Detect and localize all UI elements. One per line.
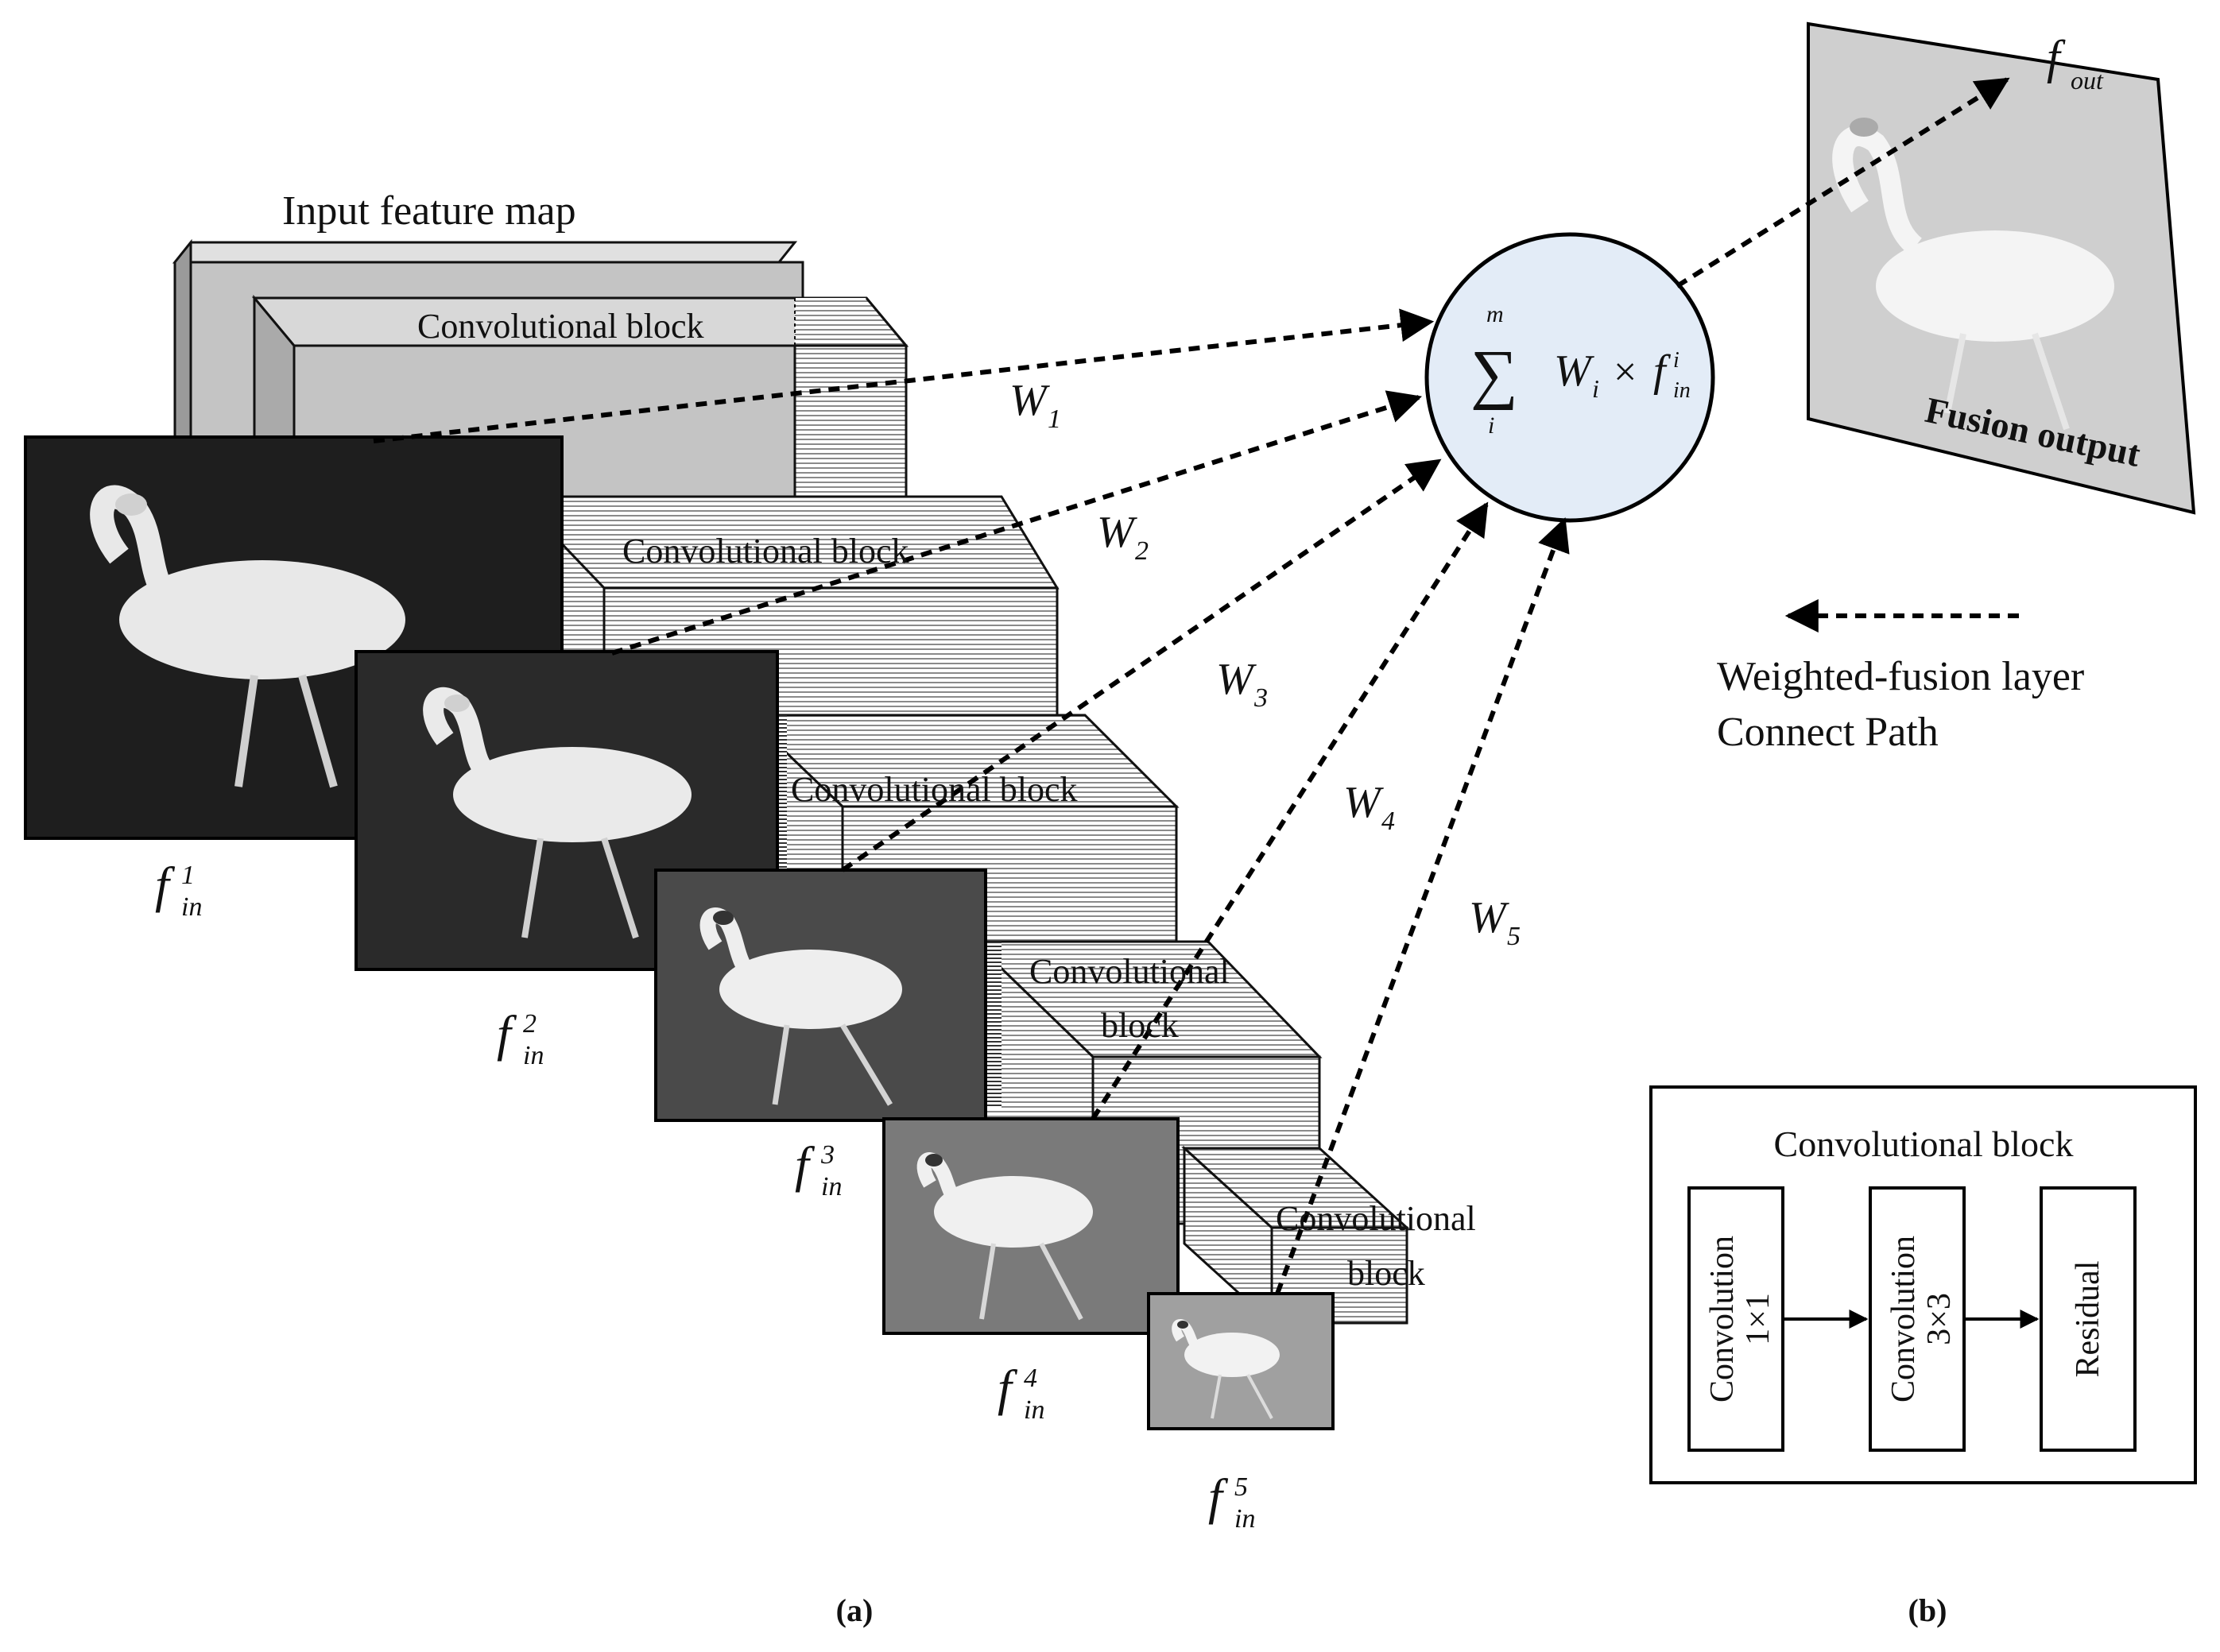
svg-text:f: f [998, 1360, 1018, 1416]
svg-text:5: 5 [1507, 922, 1521, 951]
bird-silhouette-2 [423, 687, 692, 939]
svg-text:f: f [155, 857, 176, 913]
input-feature-map-label: Input feature map [282, 188, 576, 234]
step-2-line2: 3×3 [1921, 1293, 1958, 1345]
svg-text:in: in [1234, 1504, 1255, 1534]
svg-text:1: 1 [181, 861, 195, 890]
weight-label-3: W 3 [1216, 655, 1268, 713]
svg-text:f: f [795, 1136, 816, 1193]
feature-image-1 [24, 435, 564, 840]
legend-line-1: Weighted-fusion layer [1717, 654, 2084, 699]
weight-label-5: W 5 [1469, 893, 1521, 951]
panel-label-a: (a) [836, 1592, 874, 1628]
svg-text:m: m [1486, 301, 1504, 327]
svg-text:5: 5 [1234, 1472, 1248, 1502]
conv-block-5 [1181, 1145, 1410, 1326]
svg-text:f: f [497, 1005, 517, 1062]
svg-text:3: 3 [1253, 683, 1268, 713]
svg-text:W: W [1469, 893, 1509, 942]
path-w5 [1275, 517, 1570, 1295]
svg-text:in: in [1673, 378, 1691, 403]
bird-silhouette-1 [90, 485, 405, 788]
step-conv-3x3 [1869, 1186, 1966, 1452]
conv-block-label-4b: block [1101, 1006, 1179, 1045]
feature-image-5 [1147, 1292, 1335, 1430]
fusion-node [1424, 232, 1715, 523]
bird-silhouette-out [1832, 118, 2114, 431]
svg-text:in: in [821, 1172, 842, 1201]
svg-text:f: f [1208, 1468, 1229, 1525]
connect-paths [373, 77, 2019, 1295]
step-1-line1: Convolution [1704, 1236, 1741, 1402]
svg-text:i: i [1488, 412, 1494, 439]
path-w1 [373, 308, 1435, 443]
svg-text:W: W [1216, 655, 1257, 704]
fusion-formula: ∑ m i W i × f i in [1470, 301, 1691, 439]
svg-text:W: W [1343, 778, 1384, 827]
step-2-line1: Convolution [1885, 1236, 1922, 1402]
svg-text:4: 4 [1381, 807, 1395, 836]
feature-label-3: f 3 in [795, 1136, 842, 1201]
step-3-line1: Residual [2070, 1261, 2106, 1378]
conv-block-label-1: Convolutional block [417, 307, 704, 346]
svg-text:1: 1 [1048, 404, 1061, 434]
feature-label-5: f 5 in [1208, 1468, 1255, 1534]
bird-silhouette-4 [916, 1152, 1093, 1321]
svg-text:4: 4 [1024, 1364, 1037, 1393]
conv-block-label-2: Convolutional block [622, 532, 909, 571]
bird-silhouette-5 [1172, 1319, 1280, 1419]
conv-block-label-5a: Convolutional [1276, 1199, 1476, 1238]
step-conv-1x1 [1687, 1186, 1784, 1452]
path-out [1676, 77, 2010, 288]
path-w4 [1091, 501, 1489, 1120]
panel-label-b: (b) [1908, 1592, 1947, 1628]
feature-image-3 [654, 869, 987, 1122]
svg-text:W: W [1097, 508, 1137, 557]
svg-text:in: in [523, 1041, 544, 1070]
bird-silhouette-3 [699, 907, 902, 1106]
path-w3 [841, 458, 1442, 872]
svg-text:2: 2 [523, 1009, 537, 1039]
svg-text:×: × [1614, 350, 1637, 395]
conv-block-label-3: Convolutional block [791, 770, 1078, 809]
conv-block-label-4a: Convolutional [1029, 952, 1230, 991]
feature-label-1: f 1 in [155, 857, 202, 922]
weight-label-4: W 4 [1343, 778, 1395, 836]
legend-line-2: Connect Path [1717, 710, 1939, 755]
sum-symbol: ∑ [1470, 337, 1518, 411]
svg-text:i: i [1592, 374, 1599, 403]
conv-block-label-5b: block [1347, 1254, 1425, 1293]
svg-text:W: W [1009, 376, 1050, 425]
path-w2 [611, 390, 1423, 656]
svg-text:2: 2 [1135, 536, 1149, 566]
block-detail-title: Convolutional block [1774, 1124, 2074, 1164]
svg-text:out: out [2071, 66, 2104, 95]
step-residual [2040, 1186, 2137, 1452]
weight-label-2: W 2 [1097, 508, 1149, 566]
feature-image-2 [355, 650, 779, 971]
svg-text:3: 3 [820, 1140, 835, 1170]
feature-label-2: f 2 in [497, 1005, 544, 1070]
feature-image-4 [882, 1117, 1180, 1335]
block-detail: Convolutional block Convolution 1×1 Conv… [1649, 1085, 2197, 1484]
weight-label-1: W 1 [1009, 376, 1061, 434]
step-1-line2: 1×1 [1740, 1293, 1776, 1345]
feature-label-4: f 4 in [998, 1360, 1044, 1425]
svg-text:in: in [181, 892, 202, 922]
svg-text:in: in [1024, 1395, 1044, 1425]
svg-text:i: i [1673, 348, 1680, 373]
svg-text:W: W [1554, 346, 1594, 396]
